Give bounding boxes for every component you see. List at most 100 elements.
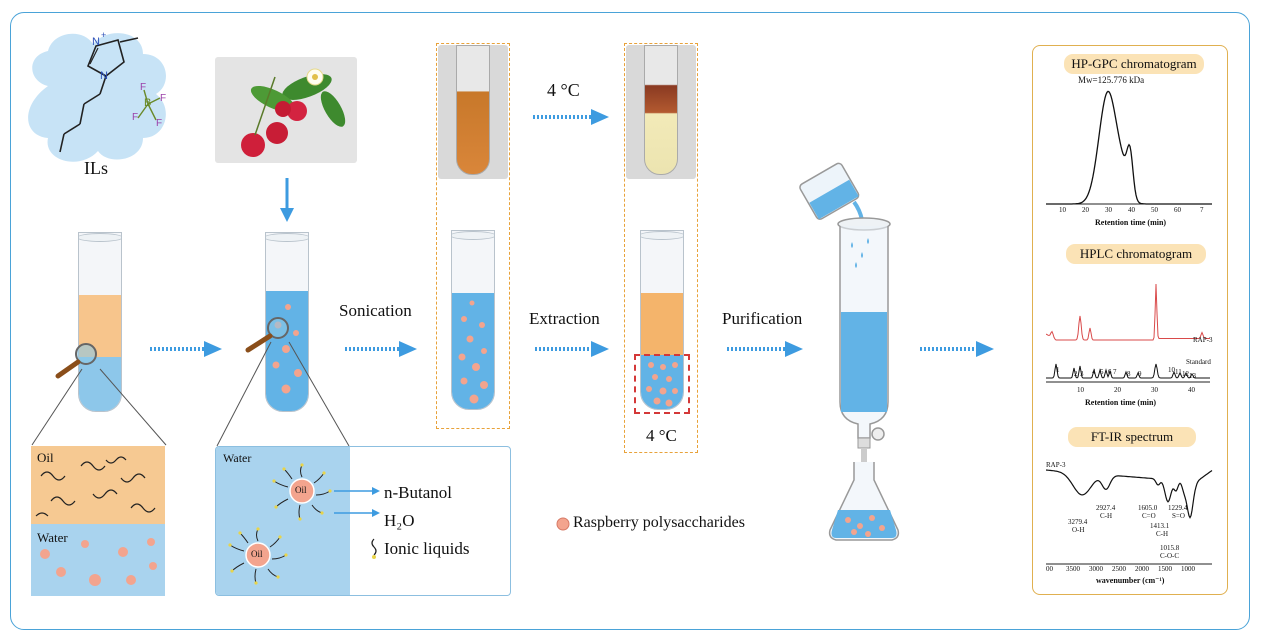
hplc-xlabel: Retention time (min) (1085, 398, 1157, 407)
ftir-tick-1: 00 (1046, 565, 1053, 573)
plus-label: + (101, 30, 107, 40)
results-panel (1032, 45, 1228, 595)
fluorine-label-4: F (140, 82, 147, 93)
ftir-peak-5-value: 1229.4 (1168, 504, 1188, 512)
outer-frame (10, 12, 1250, 630)
ftir-series: RAP-3 (1046, 461, 1066, 469)
ftir-tick-7: 1000 (1181, 565, 1195, 573)
hplc-peak-6: 6 (1108, 368, 1112, 376)
hplc-peak-13: 13 (1189, 372, 1196, 380)
micelle-oil-label-2: Oil (251, 549, 263, 559)
oil-label: Oil (37, 450, 54, 465)
hplc-peak-1: 1 (1056, 366, 1060, 374)
gpc-annotation: Mw=125.776 kDa (1078, 75, 1145, 85)
gpc-tick-2: 20 (1082, 206, 1089, 214)
purification-column-icon (799, 162, 900, 541)
hplc-peak-5: 5 (1100, 368, 1104, 376)
legend-water: H₂O (384, 511, 415, 530)
ftir-curve (1046, 469, 1213, 519)
gpc-xlabel: Retention time (min) (1095, 218, 1167, 227)
hplc-peak-7: 7 (1113, 368, 1117, 376)
micelle-2 (228, 527, 288, 585)
ftir-peak-4-group: C-H (1156, 530, 1169, 538)
gpc-tick-5: 50 (1151, 206, 1158, 214)
hplc-rap3-curve (1046, 283, 1210, 341)
hplc-peak-10: 10 (1168, 366, 1175, 374)
legend-ionic-liquids: Ionic liquids (384, 539, 470, 558)
ftir-peak-3-group: C=O (1142, 512, 1156, 520)
ftir-peak-1-group: O-H (1072, 526, 1085, 534)
gpc-tick-3: 30 (1105, 206, 1112, 214)
polysaccharide-bead-icon (556, 517, 570, 531)
boron-label: B (144, 97, 152, 109)
hplc-peak-11: 11 (1175, 368, 1182, 376)
zoom-lines-2 (216, 341, 350, 447)
extraction-label: Extraction (529, 309, 600, 328)
hplc-peak-3: 3 (1080, 370, 1084, 378)
hplc-peak-9: 9 (1138, 370, 1142, 378)
raspberry-photo (215, 57, 357, 163)
water-panel-label: Water (223, 451, 252, 465)
ionic-liquid-structure-icon (59, 37, 161, 153)
oil-water-panel: Oil Water (31, 446, 165, 596)
purification-label: Purification (722, 309, 803, 328)
ils-cloud (28, 33, 166, 162)
process-arrow-2 (345, 341, 417, 357)
gpc-tick-4: 40 (1128, 206, 1135, 214)
process-arrow-3 (535, 341, 609, 357)
ftir-peak-3-value: 1605.0 (1138, 504, 1158, 512)
temp-label-top: 4 °C (547, 80, 580, 100)
ftir-peak-5-group: S=O (1172, 512, 1185, 520)
hplc-tick-2: 20 (1114, 386, 1121, 394)
magnifier-icon (55, 343, 97, 379)
hplc-tick-1: 10 (1077, 386, 1084, 394)
hplc-chart (1046, 283, 1210, 383)
fluorine-label-1: F (132, 112, 139, 123)
ftir-peak-2-group: C-H (1100, 512, 1113, 520)
legend-polysaccharides: Raspberry polysaccharides (573, 514, 745, 531)
gpc-tick-6: 60 (1174, 206, 1181, 214)
ftir-tick-5: 2000 (1135, 565, 1149, 573)
nitrogen-label-2: N (100, 70, 108, 82)
test-tube-3 (451, 230, 495, 410)
process-arrow-1 (150, 341, 222, 357)
ftir-tick-4: 2500 (1112, 565, 1126, 573)
hplc-peak-4: 4 (1092, 368, 1096, 376)
oil-chains (35, 456, 157, 586)
ftir-chart (1046, 469, 1213, 565)
ionic-liquid-legend-icon (371, 538, 377, 559)
ftir-peak-4-value: 1413.1 (1150, 522, 1170, 530)
gpc-curve (1046, 90, 1212, 205)
raspberry-icon (241, 68, 346, 157)
sonication-result-box (436, 43, 510, 429)
down-arrow (280, 178, 294, 222)
hplc-tick-3: 30 (1151, 386, 1158, 394)
cooling-arrow (533, 109, 609, 125)
red-highlight-box (634, 354, 690, 414)
micelle-1 (272, 463, 332, 521)
test-tube-1 (78, 232, 122, 412)
ftir-title: FT-IR spectrum (1068, 427, 1196, 447)
ftir-tick-6: 1500 (1158, 565, 1172, 573)
micelle-oil-label-1: Oil (295, 485, 307, 495)
ftir-tick-3: 3000 (1089, 565, 1103, 573)
ftir-peak-6-group: C-O-C (1160, 552, 1180, 560)
ftir-tick-2: 3500 (1066, 565, 1080, 573)
hplc-peak-8: 8 (1127, 370, 1131, 378)
temp-label-bottom: 4 °C (646, 426, 677, 445)
zoom-lines-1 (31, 368, 167, 446)
fluorine-label-3: F (156, 118, 163, 129)
hplc-tick-4: 40 (1188, 386, 1195, 394)
gpc-chart (1046, 90, 1212, 205)
micelle-panel: Water Oil Oil n-Butanol H₂O Ionic liquid… (215, 446, 511, 596)
micelles-icon (228, 463, 332, 585)
hplc-series-rap: RAP-3 (1193, 336, 1213, 344)
hplc-peak-2: 2 (1074, 370, 1078, 378)
ftir-peak-2-value: 2927.4 (1096, 504, 1116, 512)
hplc-standard-curve (1046, 363, 1210, 379)
gpc-tick-7: 7 (1200, 206, 1204, 214)
beads-tube-3 (458, 300, 488, 404)
magnifier-icon-2 (245, 317, 289, 353)
hplc-title: HPLC chromatogram (1066, 244, 1206, 264)
legend-arrows (334, 487, 380, 517)
